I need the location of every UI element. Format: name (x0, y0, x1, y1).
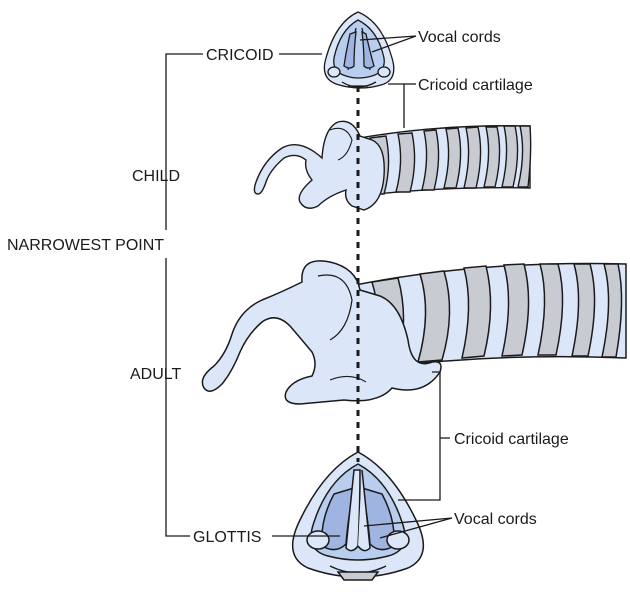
label-glottis: GLOTTIS (193, 529, 261, 546)
label-child: CHILD (132, 168, 180, 185)
label-narrowest-point: NARROWEST POINT (7, 237, 164, 254)
adult-trachea (349, 262, 627, 373)
child-trachea (359, 125, 532, 197)
adult-larynx (201, 260, 442, 405)
label-vocal-cords-top: Vocal cords (418, 29, 501, 46)
label-vocal-cords-bottom: Vocal cords (454, 511, 537, 528)
leader-lines (165, 35, 453, 539)
adult-glottis-view (291, 451, 425, 581)
adult-airway (201, 260, 627, 405)
child-cricoid-view (323, 11, 395, 89)
label-adult: ADULT (130, 366, 181, 383)
label-cricoid-cartilage-top: Cricoid cartilage (418, 77, 533, 94)
child-larynx (253, 120, 385, 211)
label-cricoid-cartilage-bottom: Cricoid cartilage (454, 431, 569, 448)
child-airway (253, 120, 532, 211)
label-cricoid: CRICOID (206, 47, 274, 64)
